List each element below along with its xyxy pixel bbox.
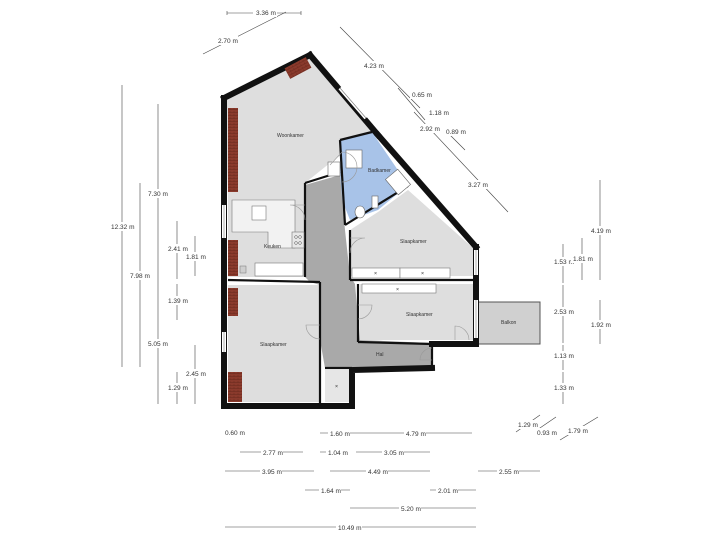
slaapkamer-2-floor: [350, 190, 473, 276]
dim-left-798: 7.98 m: [130, 273, 150, 280]
room-label-keuken: Keuken: [264, 244, 281, 250]
kitchen-fixtures: [231, 199, 305, 277]
svg-text:×: ×: [396, 287, 399, 293]
dim-right-253: 2.53 m: [554, 309, 574, 316]
dim-b-449: 4.49 m: [368, 469, 388, 476]
dim-b-104: 1.04 m: [328, 450, 348, 457]
dim-b-160: 1.60 m: [330, 431, 350, 438]
dim-diag-089: 0.89 m: [446, 129, 466, 136]
dim-br-129: 1.29 m: [518, 422, 538, 429]
dim-right-181: 1.81 m: [573, 256, 593, 263]
svg-text:×: ×: [374, 271, 377, 277]
wardrobes: × × × ×: [335, 267, 451, 390]
dim-top-width: 3.36 m: [256, 10, 276, 17]
dim-b-164: 1.64 m: [321, 488, 341, 495]
dim-b-1049: 10.49 m: [338, 525, 362, 532]
dim-right-419: 4.19 m: [591, 228, 611, 235]
dim-diag-292: 2.92 m: [420, 126, 440, 133]
dim-b-479: 4.79 m: [406, 431, 426, 438]
room-label-balkon: Balkon: [501, 320, 517, 326]
room-label-slaapkamer-3: Slaapkamer: [406, 312, 433, 318]
doors: [289, 151, 470, 361]
dim-br-179: 1.79 m: [568, 428, 588, 435]
woonkamer-floor: [224, 55, 372, 195]
dim-left-1232: 12.32 m: [111, 224, 135, 231]
dim-b-277: 2.77 m: [263, 450, 283, 457]
dim-diag-423: 4.23 m: [364, 63, 384, 70]
room-label-slaapkamer-2: Slaapkamer: [400, 239, 427, 245]
dim-br-093: 0.93 m: [537, 430, 557, 437]
dimension-labels: 3.36 m 2.70 m 4.23 m 0.65 m 1.18 m 2.92 …: [109, 8, 611, 532]
dim-left-129: 1.29 m: [168, 385, 188, 392]
dim-b-520: 5.20 m: [401, 506, 421, 513]
dim-left-181: 1.81 m: [186, 254, 206, 261]
dim-right-153: 1.53 m: [554, 259, 574, 266]
room-label-badkamer: Badkamer: [368, 168, 391, 174]
dim-diag-327: 3.27 m: [468, 182, 488, 189]
storage-floor: [325, 370, 350, 402]
slaapkamer-1-floor: [228, 285, 320, 402]
dim-b-255: 2.55 m: [499, 469, 519, 476]
dim-top-diag: 2.70 m: [218, 38, 238, 45]
dim-left-139: 1.39 m: [168, 298, 188, 305]
brick-accents: [228, 57, 312, 402]
dim-right-192: 1.92 m: [591, 322, 611, 329]
dim-right-133: 1.33 m: [554, 385, 574, 392]
dim-left-730: 7.30 m: [148, 191, 168, 198]
balkon-floor: [477, 301, 541, 345]
dim-left-245: 2.45 m: [186, 371, 206, 378]
dim-b-395: 3.95 m: [262, 469, 282, 476]
dim-left-241: 2.41 m: [168, 246, 188, 253]
room-label-slaapkamer-1: Slaapkamer: [260, 342, 287, 348]
dim-right-113: 1.13 m: [554, 353, 574, 360]
windows: [222, 86, 478, 352]
bathroom-fixtures: [327, 149, 411, 219]
dim-diag-118: 1.18 m: [429, 110, 449, 117]
dim-b-201: 2.01 m: [438, 488, 458, 495]
room-label-hal: Hal: [376, 352, 384, 358]
hal-floor: [305, 175, 432, 368]
slaapkamer-3-floor: [360, 284, 473, 340]
room-label-woonkamer: Woonkamer: [277, 133, 304, 139]
dim-b-060: 0.60 m: [225, 430, 245, 437]
dim-left-505: 5.05 m: [148, 341, 168, 348]
svg-text:×: ×: [421, 271, 424, 277]
dim-diag-065: 0.65 m: [412, 92, 432, 99]
room-labels: Woonkamer Badkamer Keuken Slaapkamer Sla…: [260, 133, 517, 358]
dim-b-305: 3.05 m: [384, 450, 404, 457]
svg-text:×: ×: [335, 384, 338, 390]
